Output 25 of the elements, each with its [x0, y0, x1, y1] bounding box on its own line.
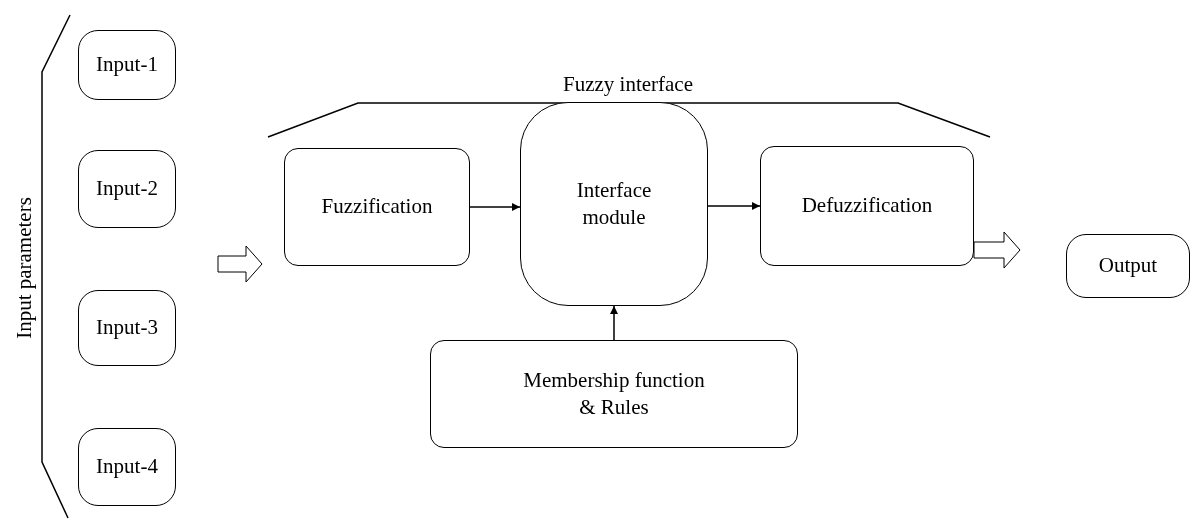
node-label: Input-1 — [96, 51, 158, 79]
group-label: Input parameters — [11, 197, 37, 339]
process-box — [78, 30, 176, 100]
process-box — [1066, 234, 1190, 298]
process-box — [760, 146, 974, 266]
node-label: Input-4 — [96, 453, 158, 481]
node-label: Input-2 — [96, 175, 158, 203]
node-label: Defuzzification — [801, 192, 933, 220]
hollow-arrow — [973, 231, 1021, 269]
process-box — [78, 290, 176, 366]
arrow — [707, 202, 761, 210]
group-label: Fuzzy interface — [563, 71, 693, 97]
node-label: Membership function & Rules — [522, 366, 706, 421]
process-box — [78, 428, 176, 506]
module-box — [520, 102, 708, 306]
node-label: Output — [1098, 252, 1158, 280]
hollow-arrow — [217, 245, 263, 283]
process-box — [430, 340, 798, 448]
node-label: Input-3 — [96, 314, 158, 342]
process-box — [78, 150, 176, 228]
arrow — [610, 305, 618, 341]
node-label: Interface module — [575, 176, 653, 231]
process-box — [284, 148, 470, 266]
arrow — [469, 203, 521, 211]
node-label: Fuzzification — [321, 193, 433, 221]
